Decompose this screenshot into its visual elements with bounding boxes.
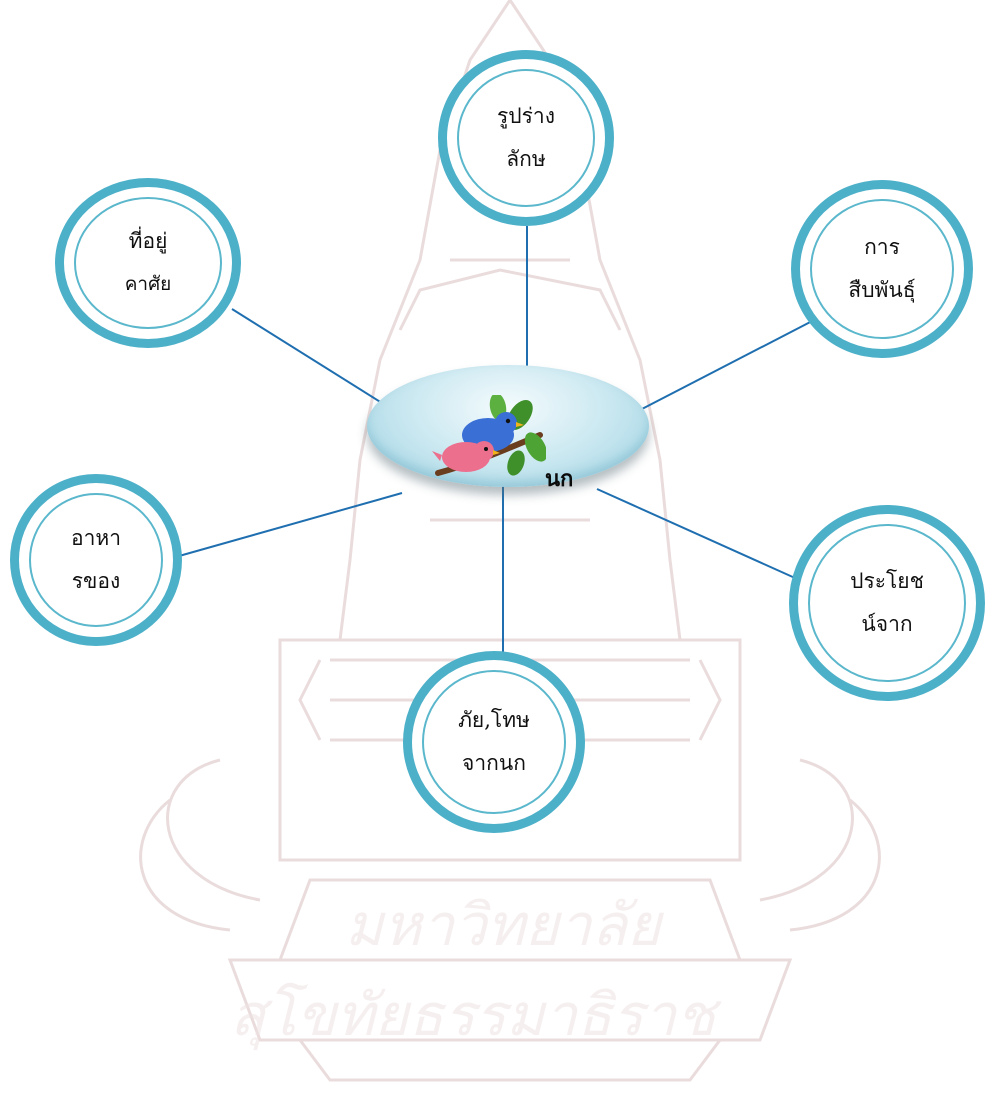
node-text-line1: อาหา [70, 526, 122, 550]
node-text-line2: รของ [71, 569, 121, 593]
birds-on-branch-icon [432, 395, 546, 476]
node-text-line1: รูปร่าง [497, 104, 555, 128]
node-habitat: ที่อยู่ คาศัย [55, 178, 241, 348]
node-text-line1: ภัย,โทษ [458, 708, 530, 732]
connector-benefit [596, 488, 796, 579]
node-shape: รูปร่าง ลักษ [438, 50, 614, 226]
node-text-line1: ที่อยู่ [128, 229, 168, 253]
node-text-line2: จากนก [462, 751, 526, 775]
node-text-line2: สืบพันธุ์ [848, 278, 916, 302]
node-text-line2: ลักษ [506, 147, 546, 171]
svg-text:สุโขทัยธรรมาธิราช: สุโขทัยธรรมาธิราช [230, 981, 722, 1051]
node-danger: ภัย,โทษ จากนก [403, 651, 585, 833]
connector-reproduction [639, 317, 819, 411]
node-benefit: ประโยช น์จาก [789, 505, 985, 701]
connector-food [171, 492, 403, 559]
connector-habitat [231, 308, 383, 404]
node-text-line1: การ [864, 235, 900, 259]
svg-text:มหาวิทยาลัย: มหาวิทยาลัย [345, 891, 665, 959]
node-text-line2: คาศัย [124, 273, 172, 295]
center-label: นก [545, 467, 574, 492]
node-food: อาหา รของ [10, 474, 182, 646]
node-text-line1: ประโยช [850, 569, 924, 593]
node-text-line2: น์จาก [861, 612, 913, 636]
node-reproduction: การ สืบพันธุ์ [791, 180, 973, 358]
